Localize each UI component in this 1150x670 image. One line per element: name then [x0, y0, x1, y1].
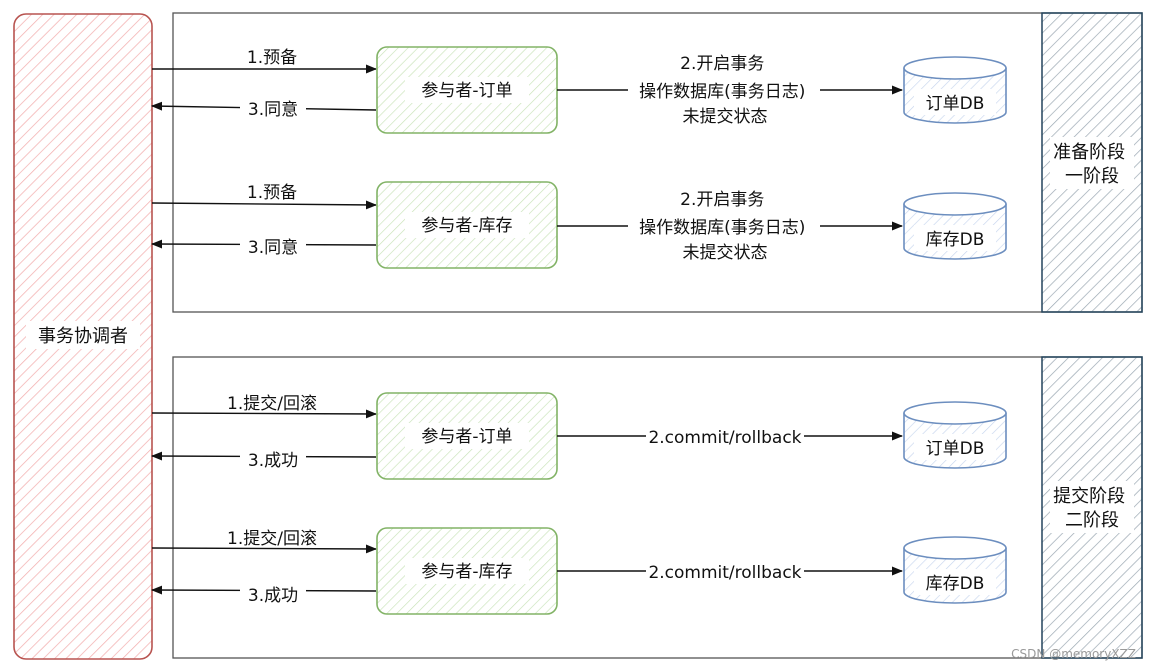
coordinator-label-bg: [26, 321, 140, 349]
response-label-bg: [240, 449, 306, 471]
phase-side-label-bg: [1050, 481, 1134, 533]
db-action-label: 2.开启事务 操作数据库(事务日志) 未提交状态: [639, 190, 811, 263]
response-label: 3.同意: [248, 238, 298, 258]
participant-label: 参与者-订单: [421, 81, 512, 101]
response-label: 3.同意: [248, 100, 298, 120]
coordinator-label: 事务协调者: [38, 326, 128, 347]
response-label: 3.成功: [248, 586, 298, 606]
database-cylinder: 订单DB: [903, 401, 1007, 469]
db-action-line: 2.开启事务: [680, 190, 764, 210]
database-cylinder: 库存DB: [903, 192, 1007, 260]
participant-label-bg: [405, 77, 529, 103]
db-action-label-bg: [628, 186, 820, 264]
response-label-bg: [240, 98, 306, 120]
request-label: 1.预备: [247, 183, 297, 203]
db-action-line: 2.commit/rollback: [648, 563, 801, 583]
db-action-line: 2.开启事务: [680, 54, 764, 74]
database-label-bg: [914, 569, 996, 595]
response-label-bg: [240, 584, 306, 606]
participant-label-bg: [405, 212, 529, 238]
db-action-label: 2.开启事务 操作数据库(事务日志) 未提交状态: [639, 54, 811, 127]
db-action-line: 2.commit/rollback: [648, 428, 801, 448]
phase-side-label-prepare: 准备阶段 一阶段: [1053, 142, 1131, 187]
db-action-label: 2.commit/rollback: [648, 428, 801, 448]
database-label-bg: [914, 89, 996, 115]
request-label: 1.提交/回滚: [227, 529, 317, 549]
database-label: 库存DB: [926, 574, 985, 594]
database-label: 订单DB: [926, 94, 985, 114]
phase-side-label-line: 一阶段: [1065, 166, 1119, 187]
request-arrow: [151, 409, 378, 419]
phase-side-label-commit: 提交阶段 二阶段: [1053, 486, 1131, 531]
request-arrow: [151, 200, 378, 210]
database-label-bg: [914, 434, 996, 460]
db-action-label-bg: [646, 560, 804, 584]
db-action-label-bg: [628, 50, 820, 128]
db-action-line: 未提交状态: [683, 243, 768, 263]
database-label: 库存DB: [926, 230, 985, 250]
participant-label: 参与者-库存: [421, 216, 512, 236]
watermark: CSDN @memoryXZZ: [1011, 647, 1136, 661]
db-action-label: 2.commit/rollback: [648, 563, 801, 583]
phase-side-label-line: 提交阶段: [1053, 486, 1125, 507]
request-arrow: [151, 544, 378, 554]
database-cylinder: 订单DB: [903, 56, 1007, 124]
request-label: 1.预备: [247, 48, 297, 68]
participant-label: 参与者-库存: [421, 562, 512, 582]
participant-label-bg: [405, 423, 529, 449]
phase-box-commit: [172, 356, 1143, 659]
db-action-line: 未提交状态: [683, 107, 768, 127]
response-label: 3.成功: [248, 451, 298, 471]
phase-side-label-line: 准备阶段: [1053, 142, 1125, 163]
participant-label: 参与者-订单: [421, 427, 512, 447]
db-action-line: 操作数据库(事务日志): [639, 82, 805, 102]
phase-side-label-line: 二阶段: [1065, 510, 1119, 531]
response-label-bg: [240, 236, 306, 258]
database-label-bg: [914, 225, 996, 251]
request-label: 1.提交/回滚: [227, 394, 317, 414]
db-action-label-bg: [646, 425, 804, 449]
database-label: 订单DB: [926, 439, 985, 459]
participant-label-bg: [405, 558, 529, 584]
phase-side-label-bg: [1050, 137, 1134, 189]
database-cylinder: 库存DB: [903, 536, 1007, 604]
db-action-line: 操作数据库(事务日志): [639, 218, 805, 238]
